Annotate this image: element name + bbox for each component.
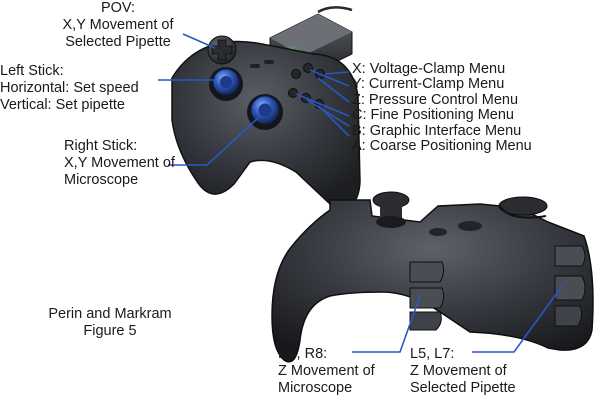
l5-l7-label-line2: Z Movement of	[410, 363, 516, 380]
l5-l7-label-line3: Selected Pipette	[410, 380, 516, 397]
r6-r8-label: R6, R8: Z Movement of Microscope	[278, 346, 375, 397]
right-stick-icon	[247, 94, 283, 130]
r6-r8-label-title: R6, R8:	[278, 346, 375, 363]
right-stick-label: Right Stick: X,Y Movement of Microscope	[64, 138, 175, 189]
figure-credit: Perin and Markram Figure 5	[40, 306, 180, 340]
pov-label-line3: Selected Pipette	[42, 34, 194, 51]
button-z-label: Z: Pressure Control Menu	[352, 93, 532, 108]
right-stick-label-line2: X,Y Movement of	[64, 155, 175, 172]
pov-label: POV: X,Y Movement of Selected Pipette	[42, 0, 194, 51]
left-stick-label-line2: Horizontal: Set speed	[0, 80, 139, 97]
right-stick-label-line3: Microscope	[64, 172, 175, 189]
l5-l7-label-title: L5, L7:	[410, 346, 516, 363]
left-stick-icon	[209, 67, 243, 101]
button-b-label: B: Graphic Interface Menu	[352, 124, 532, 139]
gamepad-front-view	[272, 192, 593, 362]
right-stick-label-title: Right Stick:	[64, 138, 175, 155]
button-a-label: A: Coarse Positioning Menu	[352, 139, 532, 154]
left-stick-label: Left Stick: Horizontal: Set speed Vertic…	[0, 63, 139, 114]
r6-r8-label-line3: Microscope	[278, 380, 375, 397]
left-stick-label-line3: Vertical: Set pipette	[0, 97, 139, 114]
pov-label-title: POV:	[42, 0, 194, 17]
left-stick-label-title: Left Stick:	[0, 63, 139, 80]
shoulder-buttons-right-icon	[410, 262, 444, 330]
l5-l7-label: L5, L7: Z Movement of Selected Pipette	[410, 346, 516, 397]
button-c-label: C: Fine Positioning Menu	[352, 108, 532, 123]
credit-figure-number: Figure 5	[40, 323, 180, 340]
button-mapping-list: X: Voltage-Clamp Menu Y: Current-Clamp M…	[352, 62, 532, 154]
shoulder-buttons-left-icon	[555, 246, 585, 326]
credit-authors: Perin and Markram	[40, 306, 180, 323]
pov-dpad-icon	[208, 36, 236, 64]
button-y-label: Y: Current-Clamp Menu	[352, 77, 532, 92]
pov-label-line2: X,Y Movement of	[42, 17, 194, 34]
gamepad-top-view	[172, 36, 360, 207]
button-x-label: X: Voltage-Clamp Menu	[352, 62, 532, 77]
r6-r8-label-line2: Z Movement of	[278, 363, 375, 380]
